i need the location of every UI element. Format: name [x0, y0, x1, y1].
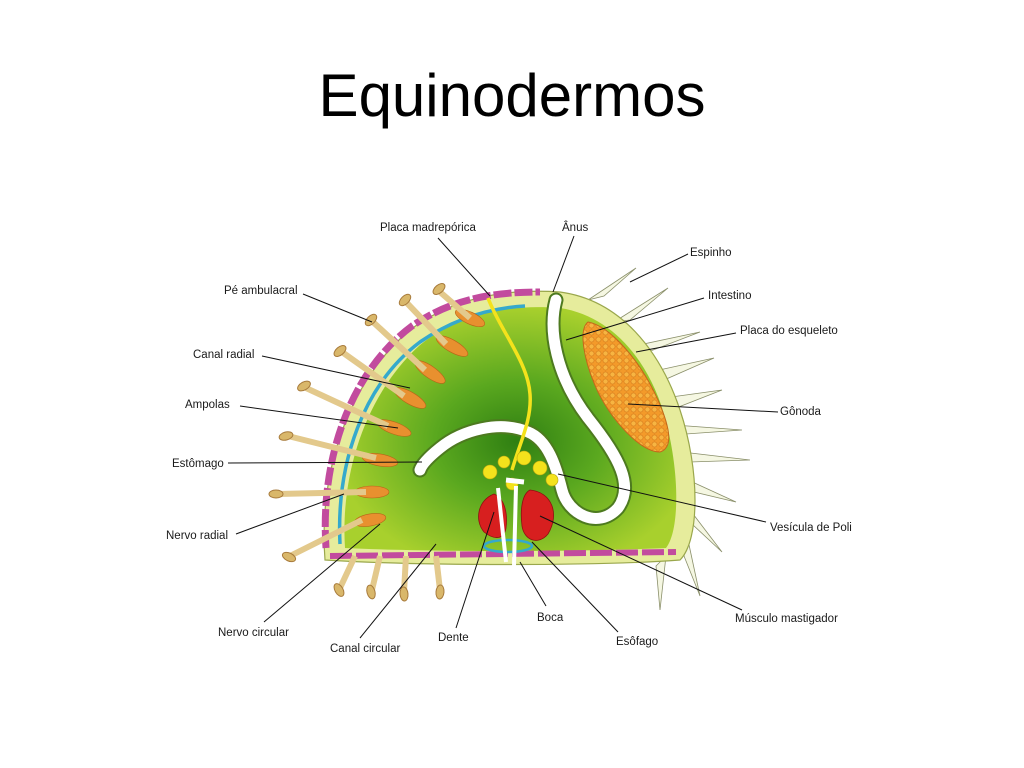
- label-canal-circular: Canal circular: [330, 643, 400, 655]
- tube-foot-tip: [333, 583, 345, 597]
- tube-foot: [403, 299, 449, 347]
- tube-foot-tip: [435, 584, 445, 600]
- tube-foot: [369, 555, 383, 591]
- vesicle: [516, 450, 532, 466]
- slide-title: Equinodermos: [318, 62, 706, 129]
- tooth: [512, 485, 518, 567]
- tube-foot: [433, 555, 443, 591]
- skeleton-band: [321, 288, 541, 549]
- tube-foot: [370, 319, 428, 373]
- tube-foot: [304, 385, 390, 429]
- intestine-lumen: [414, 294, 631, 524]
- tube-foot: [340, 349, 406, 399]
- pointer-lines: [227, 235, 779, 639]
- label-nervo-circular: Nervo circular: [218, 627, 289, 639]
- spine: [587, 267, 637, 301]
- tube-foot-tip: [399, 586, 409, 602]
- label-ampolas: Ampolas: [185, 399, 230, 411]
- tube-foot-tip: [333, 345, 347, 357]
- tube-foot-tip: [281, 551, 297, 563]
- tube-foot: [438, 289, 472, 321]
- tube-foot-tip: [364, 313, 378, 327]
- tube-foot-tip: [297, 380, 311, 392]
- tube-foot-tip: [432, 283, 446, 295]
- stone-canal: [486, 297, 532, 471]
- label-pe-ambulacral: Pé ambulacral: [224, 285, 298, 297]
- label-placa-madreporica: Placa madrepórica: [380, 222, 476, 234]
- esophagus: [505, 477, 525, 485]
- label-gonoda: Gônoda: [780, 406, 822, 418]
- tube-foot: [288, 517, 364, 559]
- tooth: [496, 487, 508, 563]
- vesicle: [532, 460, 548, 476]
- tube-foot: [337, 554, 358, 590]
- label-estomago: Estômago: [172, 458, 224, 470]
- tube-foot-tip: [268, 489, 284, 499]
- label-dente: Dente: [438, 632, 469, 644]
- label-vesicula-poli: Vesícula de Poli: [770, 522, 852, 534]
- tube-foot: [277, 489, 367, 497]
- vesicle: [497, 455, 511, 469]
- tube-foot-tip: [366, 584, 376, 600]
- tube-foot-tip: [278, 431, 294, 441]
- label-nervo-radial: Nervo radial: [166, 530, 228, 542]
- labels: Placa madrepórica Ânus Espinho Intestino…: [166, 221, 852, 655]
- label-espinho: Espinho: [690, 247, 732, 259]
- label-intestino: Intestino: [708, 290, 751, 302]
- masticatory-muscle-right: [520, 489, 554, 541]
- label-esofago: Esôfago: [616, 636, 658, 648]
- vesicle: [482, 464, 498, 480]
- circular-canal: [482, 538, 534, 554]
- label-canal-radial: Canal radial: [193, 349, 254, 361]
- label-musculo-mastigador: Músculo mastigador: [735, 613, 838, 625]
- spines-right: [587, 267, 751, 611]
- label-boca: Boca: [537, 612, 564, 624]
- label-anus: Ânus: [562, 221, 588, 234]
- gonad: [582, 321, 670, 453]
- spine: [655, 554, 667, 611]
- tube-foot: [401, 555, 409, 593]
- tube-foot: [287, 433, 377, 461]
- label-placa-esqueleto: Placa do esqueleto: [740, 325, 838, 337]
- polian-vesicles: [482, 450, 559, 491]
- tube-feet: [268, 283, 472, 602]
- tube-foot-tip: [398, 293, 412, 307]
- vesicle: [545, 473, 559, 487]
